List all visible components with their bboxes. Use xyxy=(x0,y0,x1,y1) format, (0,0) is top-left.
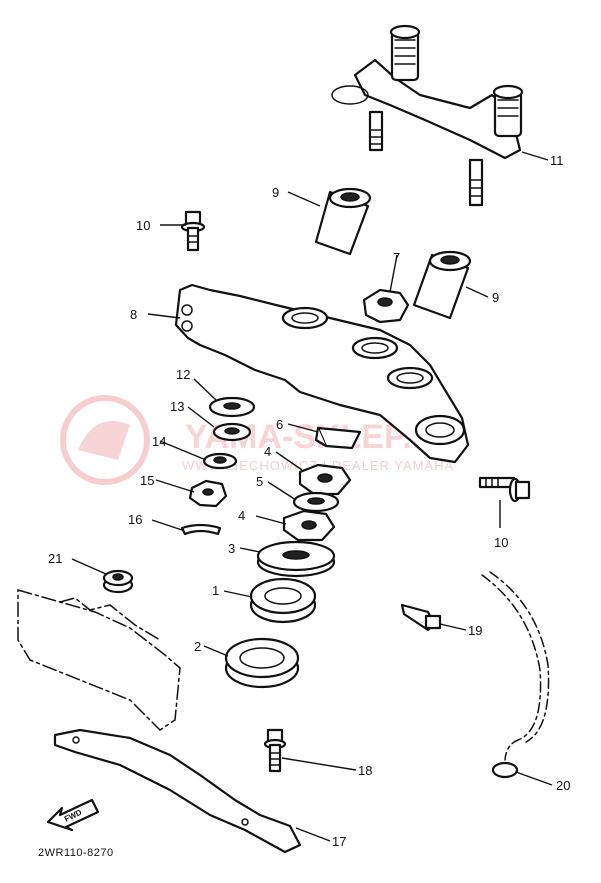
callout-9-lower: 9 xyxy=(492,290,499,305)
callout-10-upper: 10 xyxy=(136,218,150,233)
washer-part-14 xyxy=(202,452,238,470)
watermark-logo xyxy=(60,395,150,485)
leader-lines xyxy=(71,151,553,842)
callout-18: 18 xyxy=(358,763,372,778)
callout-6: 6 xyxy=(276,417,283,432)
callout-8: 8 xyxy=(130,307,137,322)
diagram-code: 2WR110-8270 xyxy=(38,847,114,859)
frame-outline xyxy=(17,589,181,731)
callout-17: 17 xyxy=(332,834,346,849)
lower-bracket-part-8 xyxy=(174,283,470,464)
lock-washer-part-6 xyxy=(314,426,362,450)
pin-part-16 xyxy=(180,523,222,536)
callout-4-lower: 4 xyxy=(238,508,245,523)
callout-15: 15 xyxy=(140,473,154,488)
callout-12: 12 xyxy=(176,367,190,382)
callout-4-upper: 4 xyxy=(264,444,271,459)
callout-5: 5 xyxy=(256,474,263,489)
upper-bracket-part-11 xyxy=(331,24,524,207)
bolt-part-10-lower xyxy=(478,476,531,503)
callout-14: 14 xyxy=(152,434,166,449)
dust-seal-part-3 xyxy=(256,540,336,578)
washer-part-13 xyxy=(212,422,252,442)
cable-with-cap-part-20 xyxy=(481,571,550,779)
washer-part-12 xyxy=(208,396,256,418)
bearing-part-1 xyxy=(249,577,317,624)
bushing-part-9-upper xyxy=(314,187,372,256)
callout-11: 11 xyxy=(550,153,564,168)
forward-arrow: FWD xyxy=(46,798,100,832)
bushing-part-9-lower xyxy=(412,250,472,320)
fitting-part-19 xyxy=(400,603,442,632)
callout-16: 16 xyxy=(128,512,142,527)
callout-21: 21 xyxy=(48,551,62,566)
callout-2: 2 xyxy=(194,639,201,654)
nut-part-4-upper xyxy=(298,463,352,496)
nut-part-4-lower xyxy=(282,509,336,542)
callout-9-upper: 9 xyxy=(272,185,279,200)
callout-labels: 11 9 10 7 9 8 12 13 14 15 6 4 5 4 16 3 1… xyxy=(48,153,570,849)
bearing-part-2 xyxy=(224,637,300,689)
callout-19: 19 xyxy=(468,623,482,638)
nut-part-7 xyxy=(362,288,410,324)
callout-10-lower: 10 xyxy=(494,535,508,550)
callout-7: 7 xyxy=(393,250,400,265)
nut-part-15 xyxy=(188,479,228,508)
cover-part-17 xyxy=(53,728,302,854)
callout-20: 20 xyxy=(556,778,570,793)
bolt-part-10-upper xyxy=(180,210,206,252)
callout-13: 13 xyxy=(170,399,184,414)
grommet-part-21 xyxy=(102,569,134,594)
washer-part-5 xyxy=(292,491,340,513)
bolt-part-18 xyxy=(263,728,287,773)
callout-3: 3 xyxy=(228,541,235,556)
callout-1: 1 xyxy=(212,583,219,598)
